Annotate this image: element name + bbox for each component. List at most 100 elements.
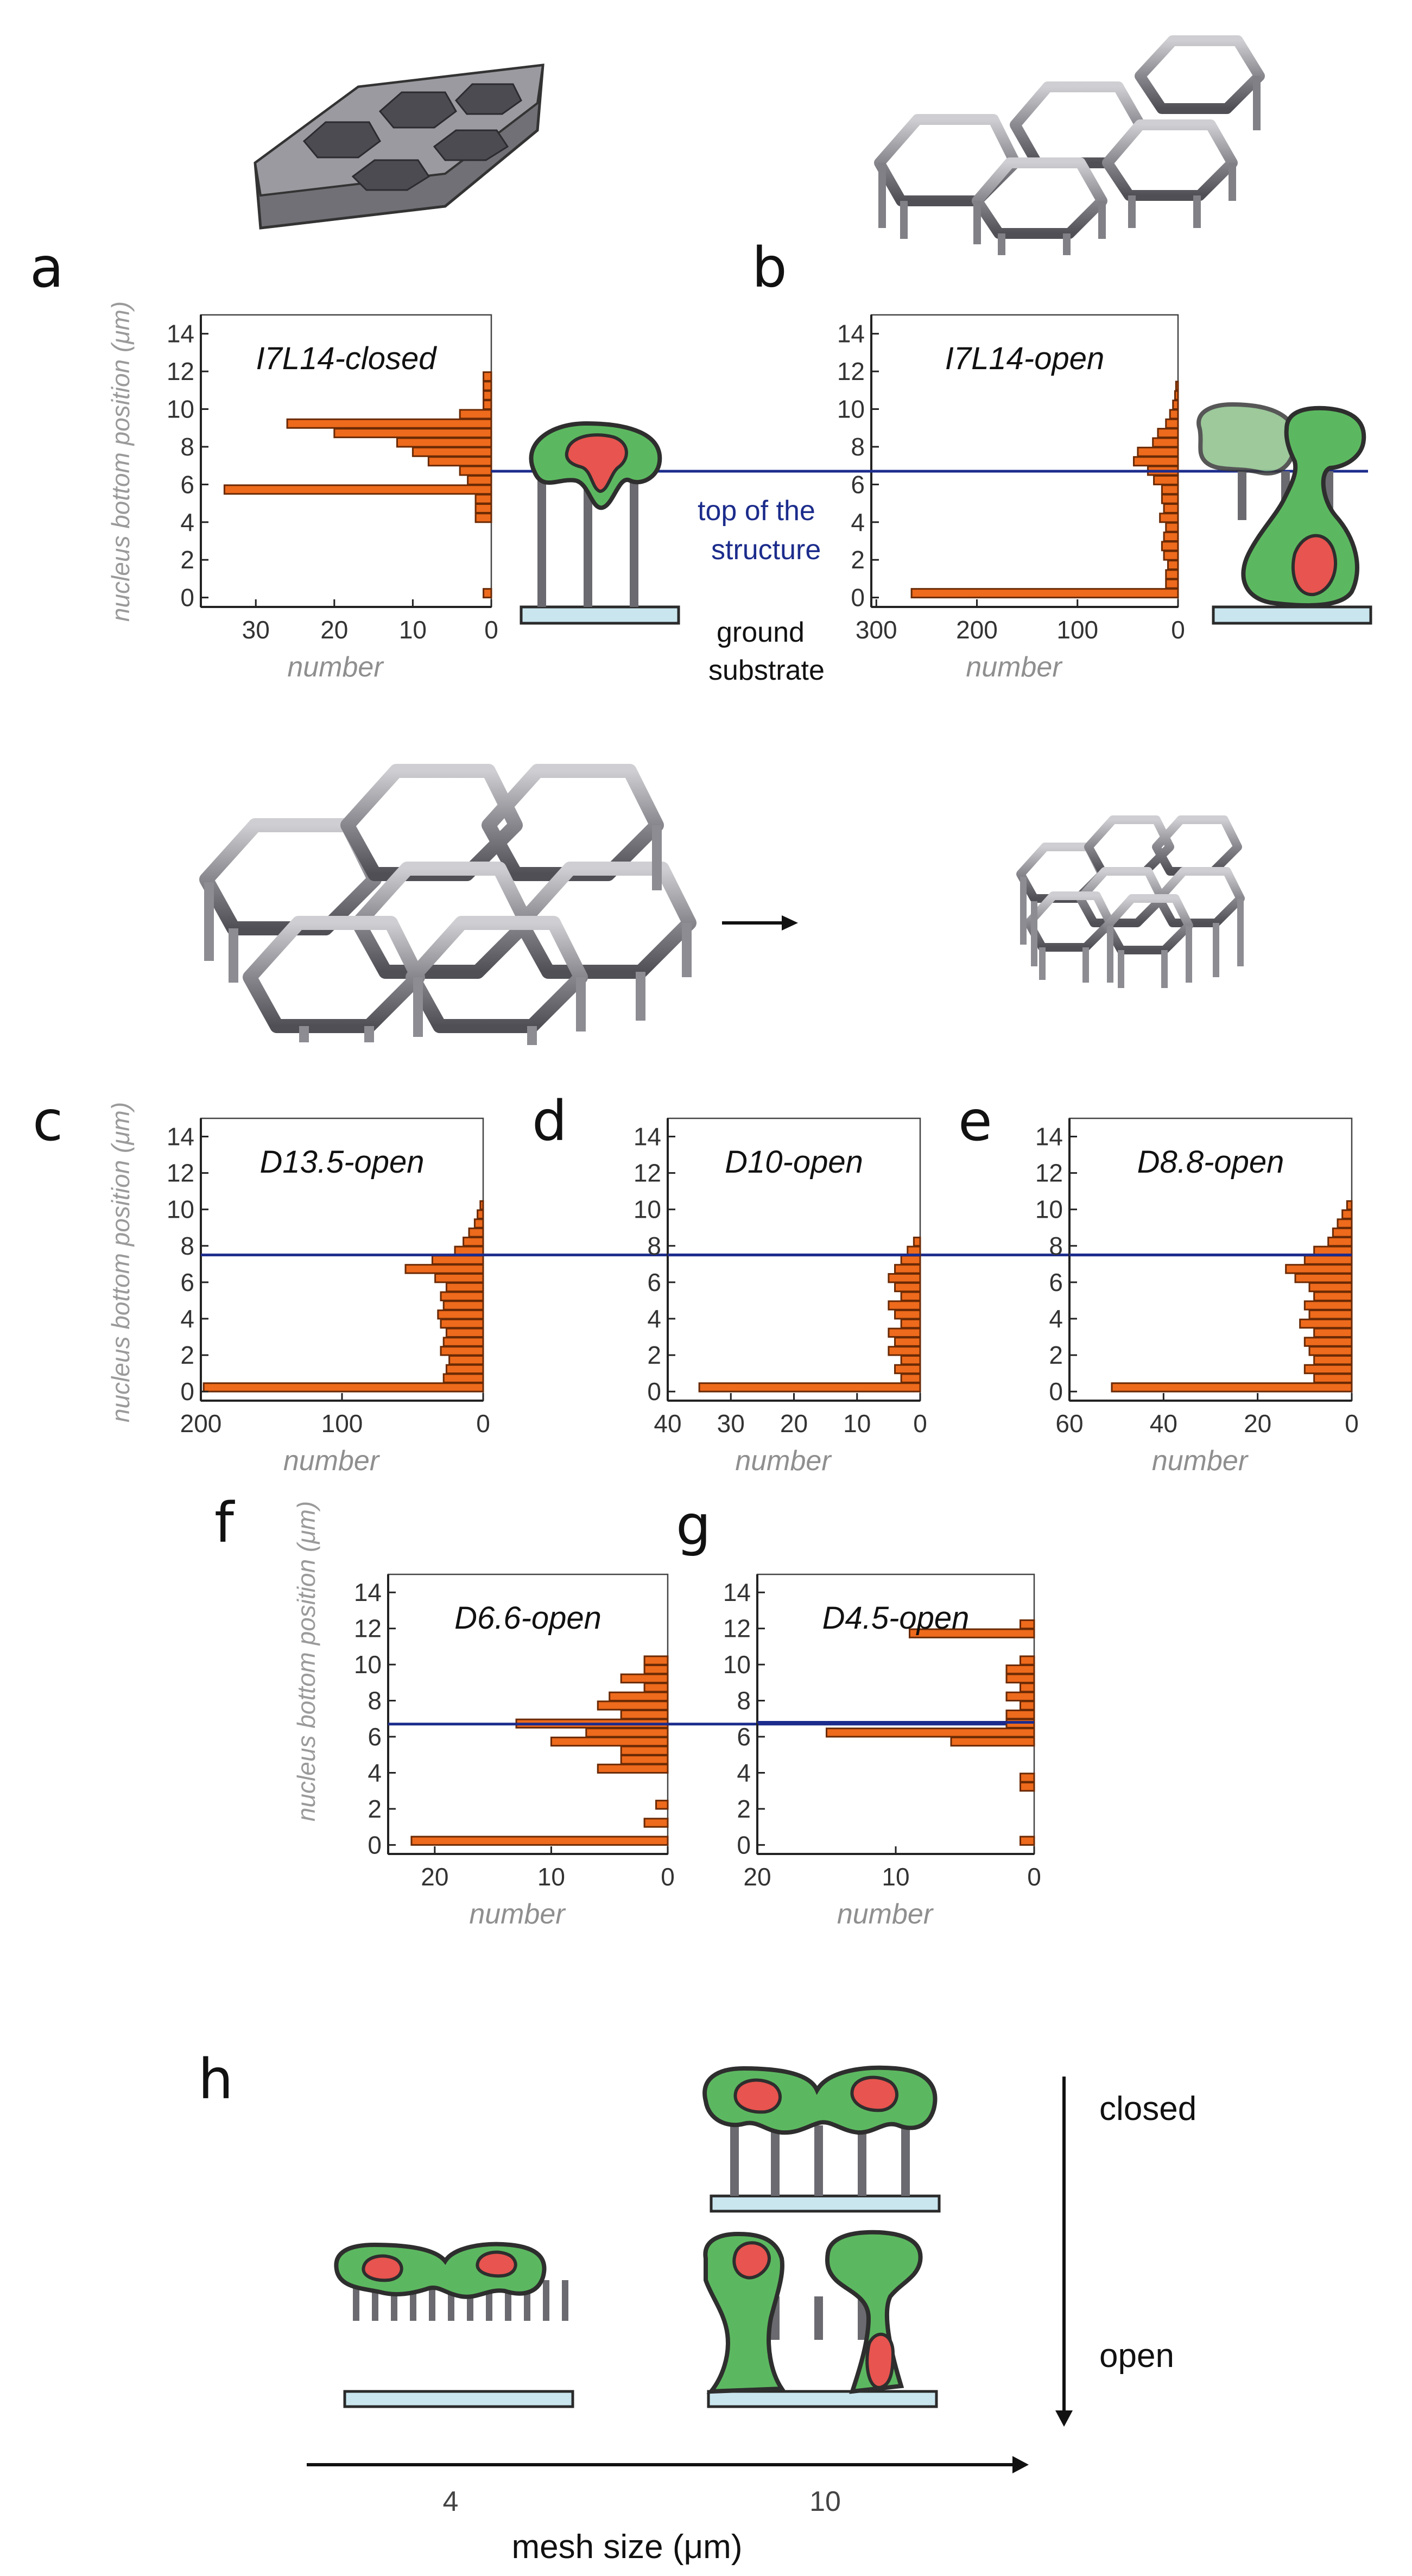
histogram-bar <box>448 1355 484 1365</box>
x-tick-label: 100 <box>1056 616 1098 644</box>
histogram-bar <box>826 1727 1035 1738</box>
histogram-bar <box>1172 400 1179 410</box>
y-tick-label: 14 <box>354 1578 382 1606</box>
histogram-bar <box>1020 1700 1035 1711</box>
large-mesh-illustration <box>199 764 696 1045</box>
small-mesh-illustration <box>1016 815 1245 988</box>
histogram-bar <box>620 1673 669 1683</box>
panel-label-d: d <box>532 1089 567 1154</box>
histogram-bar <box>1005 1664 1035 1675</box>
histogram-bar <box>597 1700 669 1711</box>
histogram-bar <box>1020 1781 1035 1792</box>
histogram-bar <box>440 1346 484 1356</box>
histogram-bar <box>643 1682 669 1693</box>
histogram-bar <box>909 1628 1035 1638</box>
histogram-bar <box>483 400 492 410</box>
y-tick-label: 2 <box>851 546 865 574</box>
panel-label-e: e <box>958 1089 992 1154</box>
histogram-bar <box>1169 409 1179 420</box>
x-tick-label: 10 <box>399 616 427 644</box>
histogram-bar <box>440 1291 484 1301</box>
histogram-bar <box>1163 503 1179 514</box>
histogram-bar <box>1165 522 1179 533</box>
x-axis-label: number <box>469 1898 566 1930</box>
y-tick-label: 12 <box>634 1159 661 1187</box>
histogram-bar <box>894 1282 921 1293</box>
histogram-bar <box>1020 1836 1035 1846</box>
histogram-bar <box>888 1300 921 1311</box>
histogram-bar <box>1132 456 1179 467</box>
histogram-bar <box>445 1327 484 1338</box>
y-tick-label: 10 <box>167 1195 194 1224</box>
histogram-bar <box>1303 1364 1353 1375</box>
histogram-bar <box>333 428 492 439</box>
y-tick-label: 0 <box>737 1831 751 1859</box>
histogram-bar <box>440 1318 484 1329</box>
y-tick-label: 8 <box>647 1232 661 1260</box>
x-tick-label: 0 <box>1027 1863 1041 1891</box>
histogram-bar <box>1337 1218 1353 1229</box>
histogram-bar <box>1308 1282 1353 1293</box>
histogram-bar <box>437 1309 484 1320</box>
panel-label-h: h <box>198 2047 233 2112</box>
closed-open-arrow-icon <box>1055 2077 1073 2427</box>
histogram-bar <box>1303 1300 1353 1311</box>
arrow-icon <box>722 915 798 931</box>
histogram-bar <box>1167 560 1179 571</box>
histogram-bar <box>900 1291 921 1301</box>
histogram-bar <box>620 1745 669 1756</box>
histogram-bar <box>286 418 492 429</box>
histogram-bar <box>1332 1227 1353 1238</box>
x-axis-label: number <box>837 1898 934 1930</box>
x-axis-label: number <box>1152 1445 1249 1477</box>
x-tick-label: 200 <box>180 1409 222 1438</box>
y-tick-label: 4 <box>180 1305 194 1333</box>
histogram-bar <box>620 1755 669 1765</box>
histogram-bar <box>1313 1355 1353 1365</box>
y-tick-label: 0 <box>180 1377 194 1406</box>
x-tick-label: 30 <box>717 1409 745 1438</box>
panel-title: D8.8-open <box>1137 1144 1284 1180</box>
y-tick-label: 0 <box>368 1831 382 1859</box>
histogram-bar <box>1294 1273 1353 1283</box>
histogram-bar <box>1341 1209 1353 1220</box>
note-ground-line2: substrate <box>708 655 825 686</box>
y-tick-label: 14 <box>723 1578 751 1606</box>
histogram-bar <box>1005 1673 1035 1683</box>
histogram-bar <box>427 456 492 467</box>
histogram-bar <box>643 1655 669 1666</box>
y-tick-label: 10 <box>1035 1195 1063 1224</box>
x-tick-label: 20 <box>743 1863 771 1891</box>
histogram-bar <box>1165 578 1179 589</box>
histogram-bar <box>442 1300 484 1311</box>
y-tick-label: 10 <box>167 395 194 423</box>
x-tick-label: 40 <box>1150 1409 1177 1438</box>
y-tick-label: 14 <box>167 1123 194 1151</box>
y-tick-label: 4 <box>180 508 194 536</box>
x-tick-label: 200 <box>956 616 998 644</box>
y-axis-label-row2: nucleus bottom position (μm) <box>106 1102 135 1422</box>
histogram-bar <box>479 1200 484 1211</box>
mesh-tick-10: 10 <box>809 2486 841 2517</box>
y-tick-label: 4 <box>737 1758 751 1787</box>
x-tick-label: 10 <box>843 1409 871 1438</box>
label-open: open <box>1099 2337 1174 2375</box>
y-tick-label: 14 <box>167 320 194 348</box>
open-cell-schematic <box>1196 402 1372 625</box>
x-tick-label: 0 <box>661 1863 675 1891</box>
histogram-bar <box>1020 1619 1035 1630</box>
x-tick-label: 300 <box>856 616 897 644</box>
histogram-bar <box>550 1736 669 1747</box>
x-tick-label: 20 <box>780 1409 808 1438</box>
x-tick-label: 0 <box>1345 1409 1359 1438</box>
histogram-bar <box>483 371 492 382</box>
histogram-bar <box>1285 1264 1353 1274</box>
y-tick-label: 10 <box>723 1650 751 1679</box>
histogram-bar <box>1157 428 1179 439</box>
histogram-bar <box>483 381 492 391</box>
x-tick-label: 20 <box>1244 1409 1271 1438</box>
y-tick-label: 2 <box>180 546 194 574</box>
